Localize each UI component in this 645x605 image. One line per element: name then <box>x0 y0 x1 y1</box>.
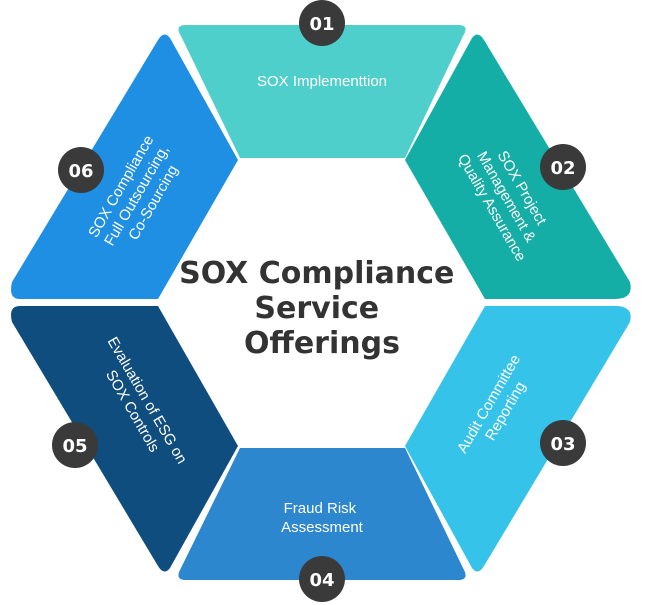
badge-04: 04 <box>299 556 345 602</box>
center-title-line-3: Offerings <box>244 326 400 361</box>
badge-06: 06 <box>58 147 104 193</box>
segment-02: SOX Project Management & Quality Assuran… <box>405 34 631 299</box>
segment-06: SOX Compliance Full Outsourcing, Co-Sour… <box>11 34 238 299</box>
segment-01-label-line-1: SOX Implementtion <box>257 73 387 90</box>
badge-03-circle <box>540 420 586 466</box>
segment-04-label-line-1: Fraud Risk <box>284 500 357 517</box>
segment-02-shape <box>405 34 631 299</box>
badge-02-circle <box>540 144 586 190</box>
segment-04: Fraud Risk Assessment <box>178 448 466 580</box>
center-hexagon <box>168 168 476 437</box>
badge-05: 05 <box>52 422 98 468</box>
center-title-line-2: Service <box>254 291 379 326</box>
badge-05-circle <box>52 422 98 468</box>
badge-01: 01 <box>299 0 345 46</box>
segment-04-shape <box>178 448 466 580</box>
badge-01-number: 01 <box>309 14 334 35</box>
segment-05: Evaluation of ESG on SOX Controls <box>11 306 238 572</box>
badge-06-number: 06 <box>68 161 93 182</box>
badge-02-number: 02 <box>550 158 575 179</box>
badge-06-circle <box>58 147 104 193</box>
badge-02: 02 <box>540 144 586 190</box>
segment-06-shape <box>11 34 238 299</box>
center-title: SOX Compliance Service Offerings <box>179 256 465 361</box>
segment-03: Audit Committee Reporting <box>405 306 631 572</box>
segment-03-shape <box>405 306 631 572</box>
badge-05-number: 05 <box>62 436 87 457</box>
badge-03: 03 <box>540 420 586 466</box>
segment-01-label: SOX Implementtion <box>257 73 387 90</box>
badge-03-number: 03 <box>550 434 575 455</box>
badge-04-circle <box>299 556 345 602</box>
badge-01-circle <box>299 0 345 46</box>
segment-04-label-line-2: Assessment <box>281 519 364 536</box>
segment-05-shape <box>11 306 238 572</box>
center-title-line-1: SOX Compliance <box>179 256 454 291</box>
segment-01: SOX Implementtion <box>178 25 466 158</box>
segment-04-label: Fraud Risk Assessment <box>281 500 364 536</box>
segment-01-shape <box>178 25 466 158</box>
badge-04-number: 04 <box>309 570 334 591</box>
